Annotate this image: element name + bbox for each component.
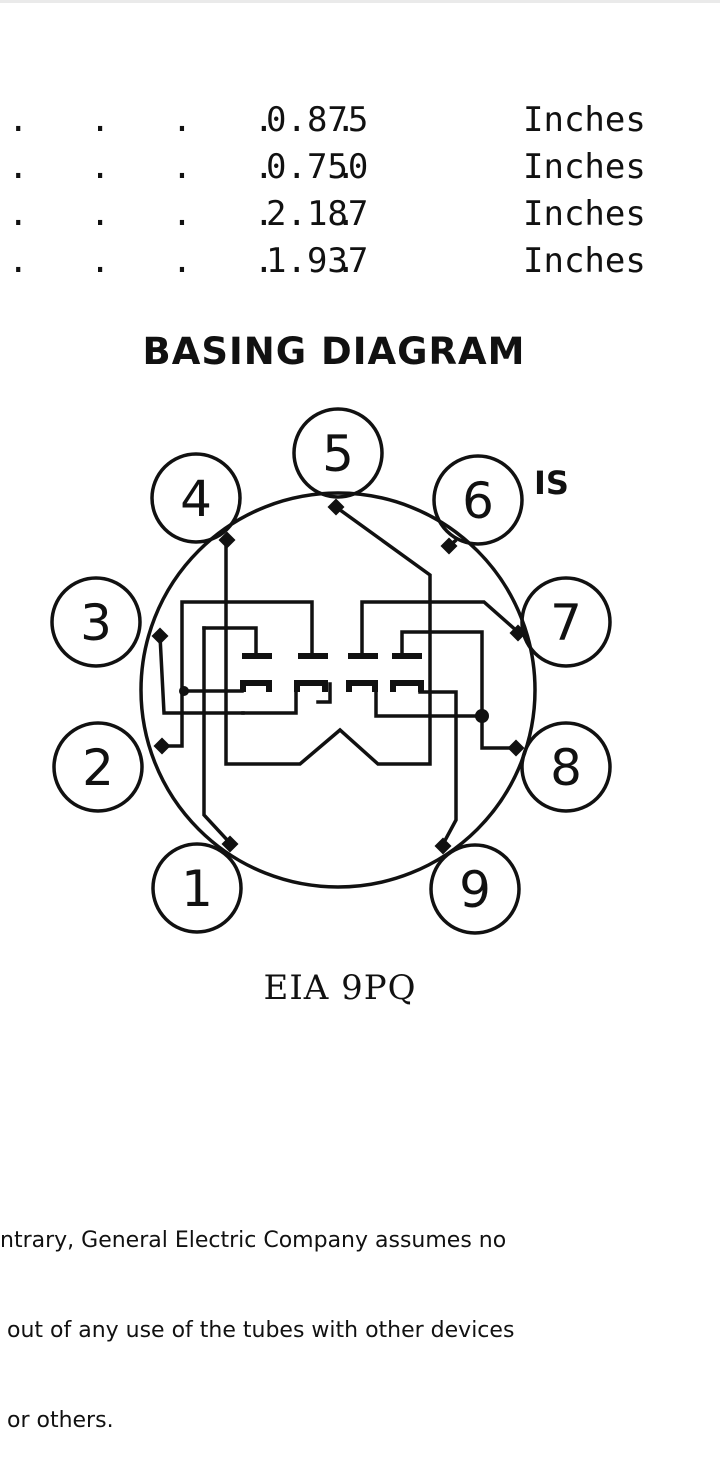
heater-wire — [224, 504, 432, 766]
pin-label-3: 3 — [80, 594, 112, 652]
dimension-row: . . . . . 2.187 Inches — [0, 194, 720, 234]
grid-bar — [242, 653, 272, 659]
pin-contact — [509, 624, 527, 642]
pin-contact — [434, 837, 452, 855]
wire-pin2 — [160, 600, 314, 748]
pin-label-9: 9 — [459, 861, 491, 919]
junction-dot — [179, 686, 189, 696]
dimension-unit: Inches — [523, 147, 646, 187]
basing-diagram: 1 2 3 4 5 6 7 8 9 IS — [50, 407, 612, 935]
pin-label-4: 4 — [180, 470, 212, 528]
footnote-line: out of any use of the tubes with other d… — [0, 1318, 515, 1343]
leader-dots: . . . . . — [8, 147, 356, 187]
pin-circle-6 — [432, 454, 524, 546]
pin-circle-8 — [520, 721, 612, 813]
wire-cathode-b — [241, 686, 298, 715]
internal-shield-label: IS — [534, 464, 569, 502]
leader-dots: . . . . . — [8, 100, 356, 140]
pin-contact — [507, 739, 525, 757]
pin-circle-5 — [292, 407, 384, 499]
leader-dots: . . . . . — [8, 241, 356, 281]
dimension-unit: Inches — [523, 241, 646, 281]
pin-label-7: 7 — [550, 594, 582, 652]
wire-cathode-c — [374, 686, 484, 718]
tube-envelope — [139, 491, 537, 889]
cathode-element — [390, 680, 424, 692]
junction-dot — [475, 709, 489, 723]
grid-bar — [348, 653, 378, 659]
pin-label-2: 2 — [82, 739, 114, 797]
wire-plate-link — [316, 682, 332, 704]
pin-label-1: 1 — [181, 860, 213, 918]
dimension-value: 0.875 — [266, 100, 369, 140]
dimension-row: . . . . . 0.875 Inches — [0, 100, 720, 140]
dimension-row: . . . . . 1.937 Inches — [0, 241, 720, 281]
cathode-element — [346, 680, 378, 692]
cathode-element — [294, 680, 328, 692]
pin-label-5: 5 — [322, 425, 354, 483]
pin-contact — [221, 835, 239, 853]
grid-bar — [298, 653, 328, 659]
dimension-row: . . . . . 0.750 Inches — [0, 147, 720, 187]
pin-circle-1 — [151, 842, 243, 934]
pin-contact — [153, 737, 171, 755]
footnote-line: ntrary, General Electric Company assumes… — [0, 1228, 507, 1253]
pin-circle-4 — [150, 452, 242, 544]
wire-pin8 — [400, 630, 518, 750]
grid-bar — [392, 653, 422, 659]
dimension-value: 2.187 — [266, 194, 369, 234]
wire-pin7 — [360, 600, 521, 656]
pin-label-8: 8 — [550, 739, 582, 797]
pin-circle-3 — [50, 576, 142, 668]
dimension-value: 0.750 — [266, 147, 369, 187]
basing-diagram-title: BASING DIAGRAM — [142, 330, 526, 373]
dimension-value: 1.937 — [266, 241, 369, 281]
wire-grid-a — [202, 626, 258, 656]
footnote-line: or others. — [0, 1408, 114, 1433]
pin-contact — [440, 537, 458, 555]
pin-circle-9 — [429, 843, 521, 935]
dimension-unit: Inches — [523, 100, 646, 140]
wire-pin9 — [418, 690, 458, 849]
wire-pin3 — [158, 634, 245, 715]
pin-contact — [327, 498, 345, 516]
leader-dots: . . . . . — [8, 194, 356, 234]
footnote-text: ntrary, General Electric Company assumes… — [0, 1166, 720, 1466]
pin-circle-7 — [520, 576, 612, 668]
pin-circle-2 — [52, 721, 144, 813]
diagram-caption: EIA 9PQ — [263, 968, 417, 1008]
pin-label-6: 6 — [462, 472, 494, 530]
pin-contact — [151, 627, 169, 645]
top-divider — [0, 0, 720, 3]
dimension-unit: Inches — [523, 194, 646, 234]
cathode-element — [240, 680, 272, 692]
pin-contact — [218, 531, 236, 549]
